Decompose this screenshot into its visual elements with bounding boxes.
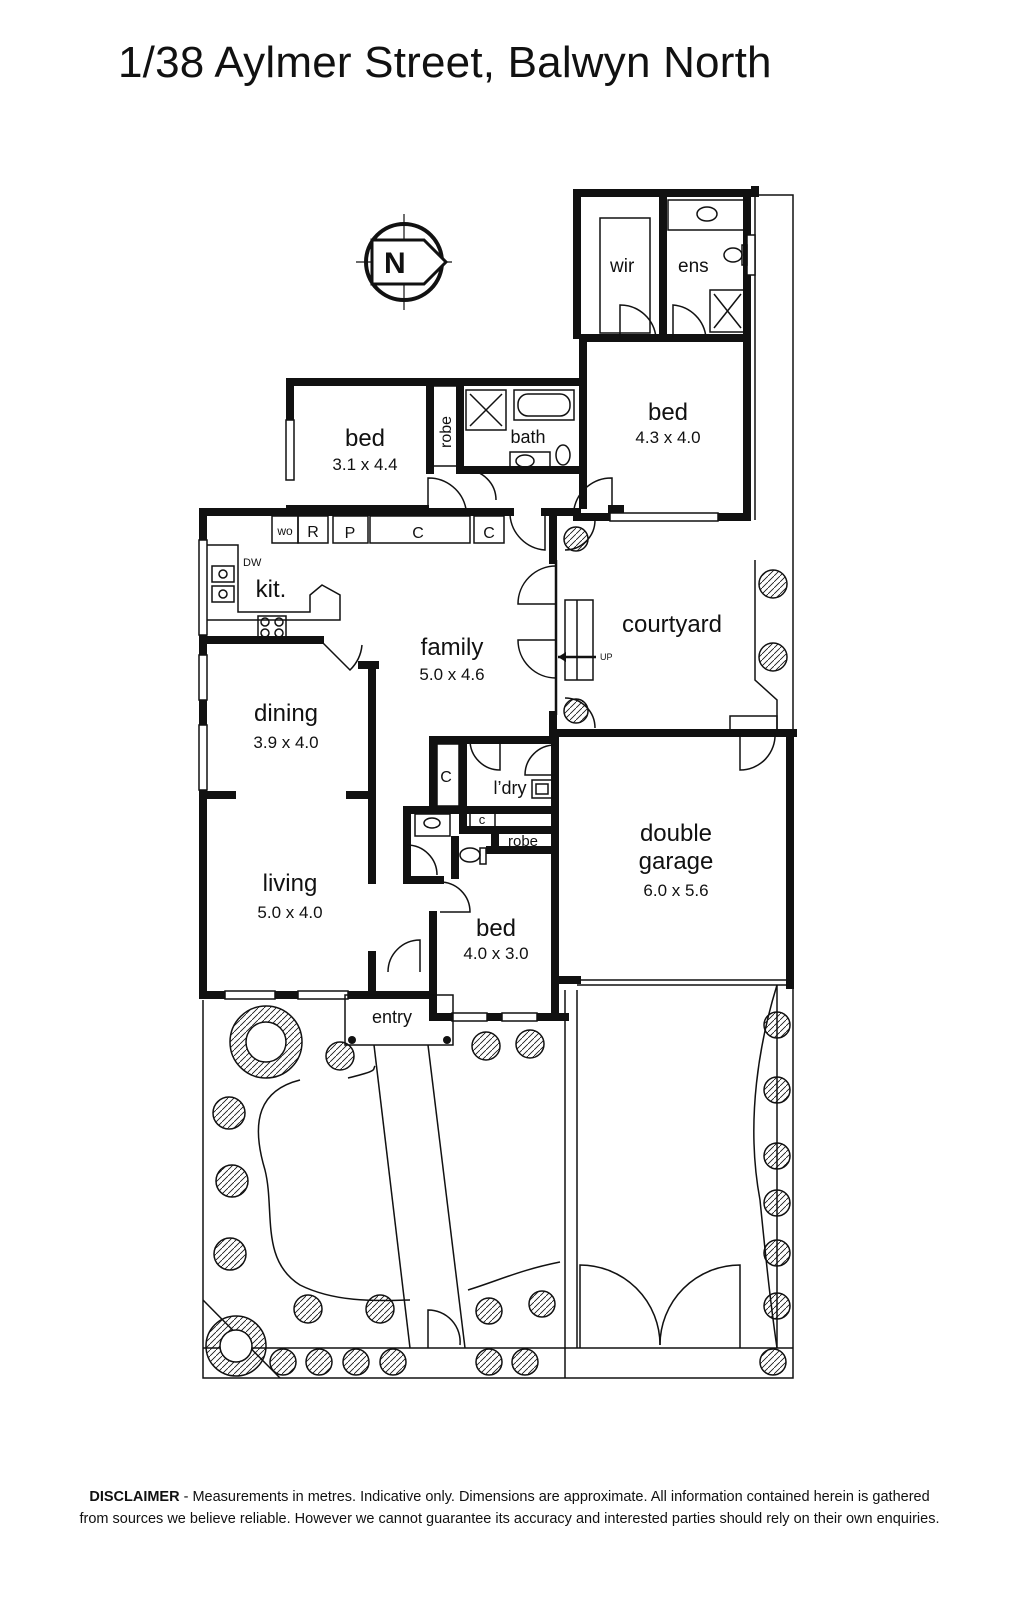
- entry-label: entry: [372, 1007, 412, 1027]
- bath-label: bath: [510, 427, 545, 447]
- dw-label: DW: [243, 557, 262, 569]
- kitchen-label: kit.: [256, 576, 287, 603]
- garage-label-line2: garage: [639, 848, 714, 875]
- compass-icon: N: [356, 214, 452, 310]
- cupboard-c2-label: c: [479, 812, 486, 827]
- family-label: family: [421, 634, 484, 661]
- family-dims: 5.0 x 4.6: [419, 665, 484, 684]
- disclaimer: DISCLAIMER - Measurements in metres. Ind…: [20, 1486, 999, 1530]
- c-label-1: C: [412, 525, 424, 542]
- ens-label: ens: [678, 256, 709, 277]
- shrubs: [212, 526, 791, 1376]
- fixtures: [207, 199, 748, 1046]
- windows: [198, 234, 756, 1022]
- dining-dims: 3.9 x 4.0: [253, 733, 318, 752]
- disclaimer-label: DISCLAIMER: [89, 1489, 180, 1505]
- living-label: living: [263, 870, 318, 897]
- laundry-label: l’dry: [493, 778, 526, 798]
- room-labels: wir ens bed 4.3 x 4.0 bed 3.1 x 4.4 robe…: [243, 256, 722, 1027]
- bed-3-label: bed: [476, 915, 516, 942]
- garage-dims: 6.0 x 5.6: [643, 881, 708, 900]
- compass-north-label: N: [384, 247, 406, 280]
- page-title: 1/38 Aylmer Street, Balwyn North: [118, 38, 772, 87]
- robe-2-label: robe: [438, 416, 455, 448]
- robe-3-label: robe: [508, 833, 538, 850]
- dining-label: dining: [254, 700, 318, 727]
- doors: [319, 304, 776, 973]
- trees: [205, 1005, 303, 1377]
- courtyard-label: courtyard: [622, 611, 722, 638]
- r-label: R: [307, 524, 319, 541]
- living-dims: 5.0 x 4.0: [257, 903, 322, 922]
- wo-label: wo: [276, 524, 293, 538]
- garage-label-line1: double: [640, 820, 712, 847]
- disclaimer-line2: from sources we believe reliable. Howeve…: [79, 1511, 940, 1527]
- bed-master-label: bed: [648, 399, 688, 426]
- site-boundary: [202, 194, 794, 1379]
- bed-3-dims: 4.0 x 3.0: [463, 944, 528, 963]
- wir-label: wir: [609, 256, 635, 277]
- c-label-2: C: [483, 525, 495, 542]
- disclaimer-line1: - Measurements in metres. Indicative onl…: [179, 1489, 930, 1505]
- bed-master-dims: 4.3 x 4.0: [635, 428, 700, 447]
- bed-2-label: bed: [345, 425, 385, 452]
- cupboard-c1-label: C: [440, 769, 452, 786]
- step-up-label: UP: [600, 652, 613, 662]
- p-label: P: [345, 525, 356, 542]
- bed-2-dims: 3.1 x 4.4: [332, 455, 397, 474]
